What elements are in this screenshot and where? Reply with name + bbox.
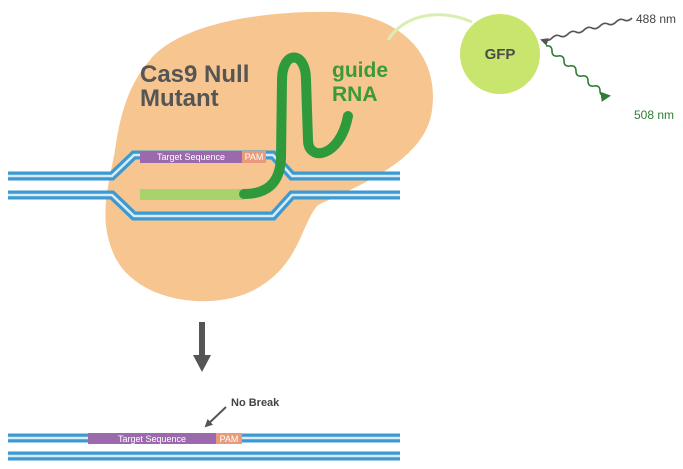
guide-rna-label-line1: guide	[332, 59, 388, 82]
down-arrow-icon	[193, 322, 211, 372]
emission-wavelength-label: 508 nm	[634, 108, 674, 122]
guide-rna-strand	[239, 52, 353, 199]
cas9-label-line1: Cas9 Null	[140, 61, 249, 88]
gfp-label: GFP	[485, 46, 516, 63]
target-sequence-label-bottom: Target Sequence	[118, 434, 186, 444]
dna-bottom-strand-inner	[8, 193, 400, 218]
guide-rna-label-line2: RNA	[332, 83, 378, 106]
rna-target-pairing	[140, 189, 244, 200]
gfp-circle	[460, 14, 540, 94]
cas9-label-line2: Mutant	[140, 85, 219, 112]
pam-label: PAM	[245, 152, 264, 162]
excitation-wave-icon	[540, 17, 633, 46]
emission-wave-icon	[545, 45, 611, 102]
excitation-wavelength-label: 488 nm	[636, 12, 676, 26]
pam-segment	[242, 151, 266, 163]
target-sequence-segment	[140, 151, 242, 163]
target-sequence-label: Target Sequence	[157, 152, 225, 162]
gfp-linker	[386, 13, 473, 41]
dna-with-bubble: Target Sequence PAM	[8, 150, 400, 221]
no-break-label: No Break	[231, 397, 280, 409]
intact-dna: Target Sequence PAM	[8, 433, 400, 461]
target-sequence-segment-bottom	[88, 433, 216, 444]
pam-label-bottom: PAM	[220, 434, 239, 444]
pointer-arrow-icon	[204, 406, 227, 428]
pam-segment-bottom	[216, 433, 242, 444]
